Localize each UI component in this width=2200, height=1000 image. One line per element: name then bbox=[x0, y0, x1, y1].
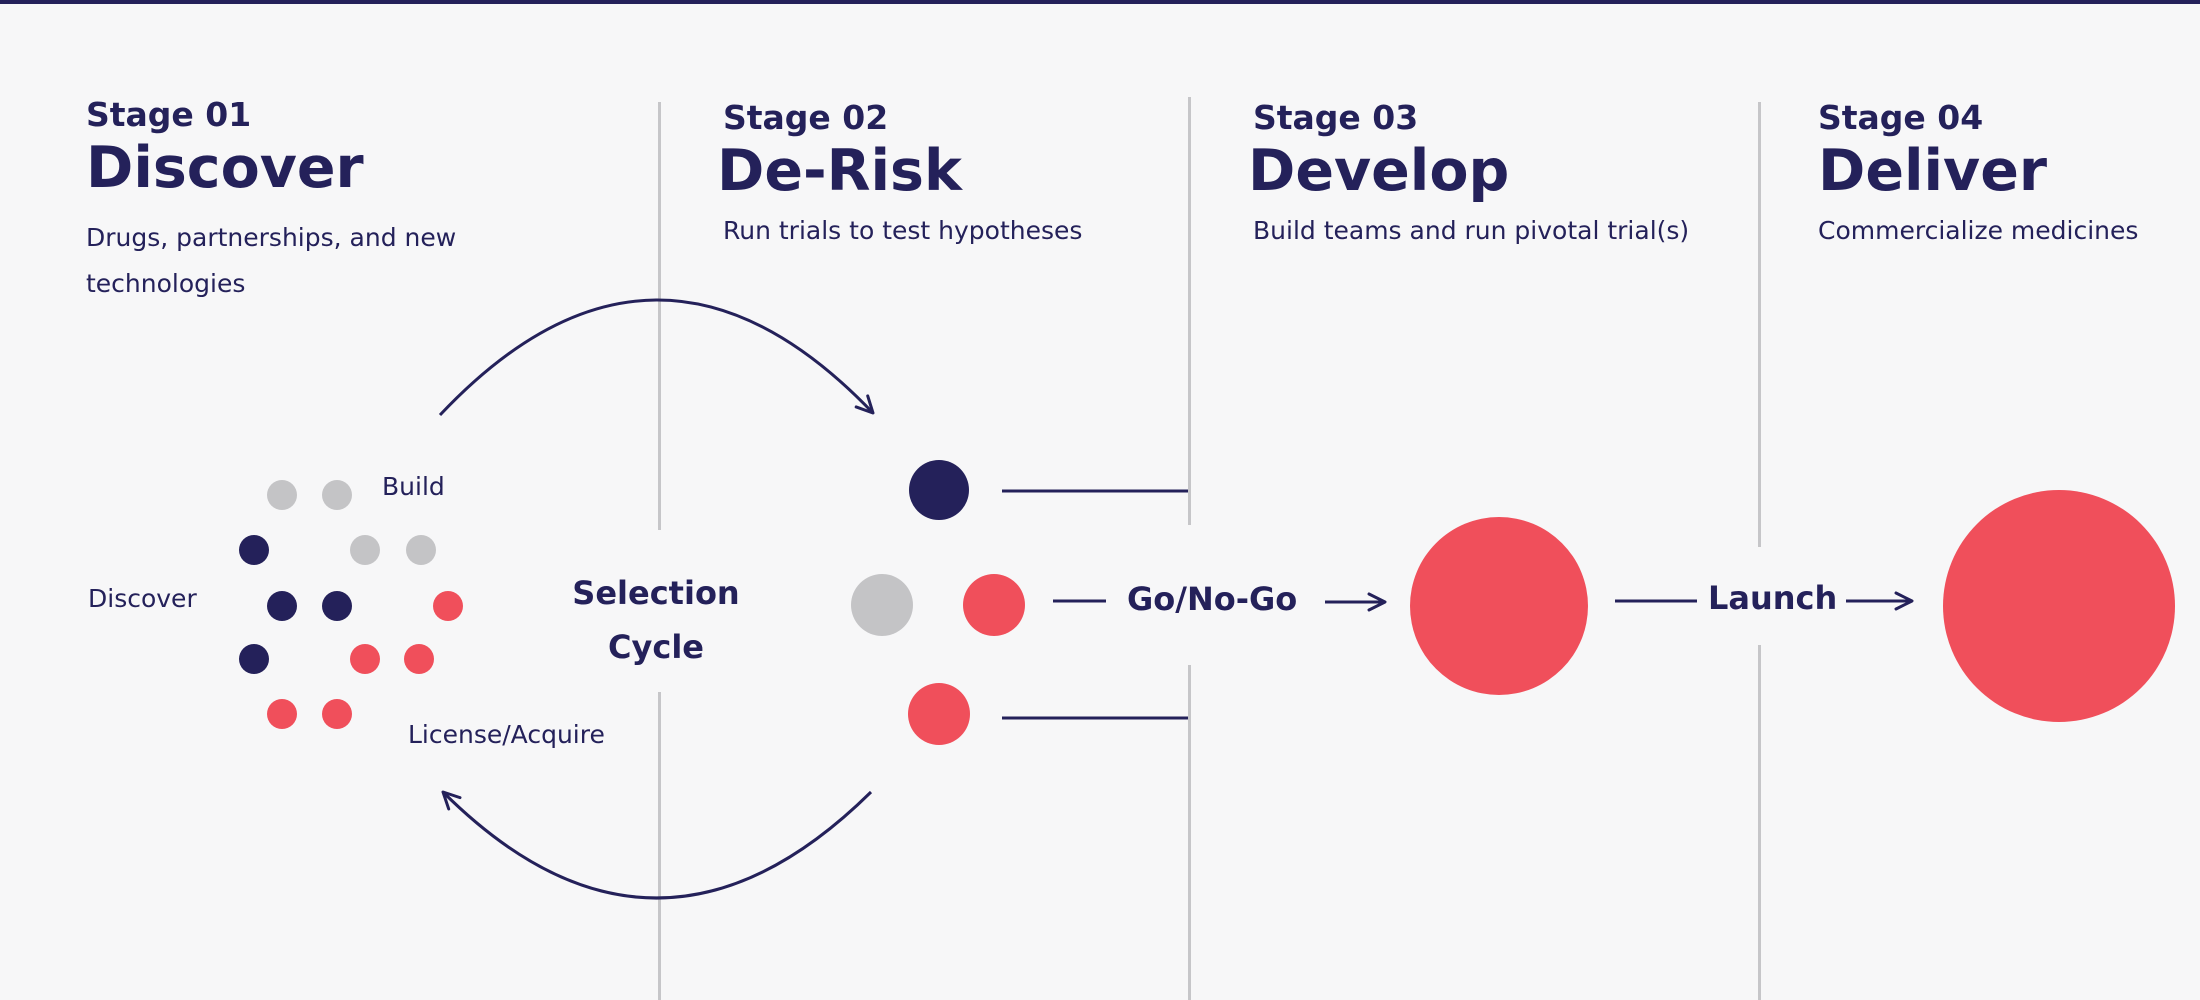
pool-dot bbox=[350, 535, 380, 565]
pool-dot bbox=[406, 535, 436, 565]
deliver-dot bbox=[1943, 490, 2175, 722]
pool-dot bbox=[267, 591, 297, 621]
selection-cycle-line: Selection bbox=[572, 574, 740, 612]
stage-description: Run trials to test hypotheses bbox=[723, 208, 1082, 254]
pool-dot bbox=[350, 644, 380, 674]
stage-number: Stage 02 bbox=[723, 98, 889, 137]
stage-description-line: Run trials to test hypotheses bbox=[723, 216, 1083, 245]
stage-description-line: Commercialize medicines bbox=[1818, 216, 2139, 245]
pool-dot bbox=[404, 644, 434, 674]
go-no-go-label: Go/No-Go bbox=[1127, 580, 1298, 618]
pool-dot bbox=[322, 699, 352, 729]
stage-description: Commercialize medicines bbox=[1818, 208, 2138, 254]
stage-number: Stage 01 bbox=[86, 95, 252, 134]
stage-description: Build teams and run pivotal trial(s) bbox=[1253, 208, 1689, 254]
pool-dot bbox=[239, 535, 269, 565]
stage-04-header: Stage 04 Deliver Commercialize medicines bbox=[1818, 98, 2138, 254]
launch-label: Launch bbox=[1708, 579, 1838, 617]
stage-description-line: technologies bbox=[86, 269, 246, 298]
stage-title: Discover bbox=[86, 135, 364, 201]
pool-dot bbox=[322, 480, 352, 510]
stage-title: Develop bbox=[1248, 138, 1510, 204]
divider-1-upper bbox=[658, 102, 661, 530]
pool-dot bbox=[322, 591, 352, 621]
derisk-dot-coral-bottom bbox=[908, 683, 970, 745]
stage-number: Stage 04 bbox=[1818, 98, 1984, 137]
pool-dot bbox=[267, 480, 297, 510]
pool-dot bbox=[239, 644, 269, 674]
selection-cycle-line: Cycle bbox=[608, 628, 704, 666]
cycle-arc-bottom bbox=[441, 790, 873, 900]
develop-dot bbox=[1410, 517, 1588, 695]
stage-description: Drugs, partnerships, and new technologie… bbox=[86, 215, 456, 307]
stage-number: Stage 03 bbox=[1253, 98, 1419, 137]
stage-description-line: Drugs, partnerships, and new bbox=[86, 223, 457, 252]
divider-2-upper bbox=[1188, 97, 1191, 525]
divider-3-upper bbox=[1758, 102, 1761, 547]
pool-dot bbox=[433, 591, 463, 621]
stage-description-line: Build teams and run pivotal trial(s) bbox=[1253, 216, 1690, 245]
divider-1-lower bbox=[658, 692, 661, 1000]
stage-title: De-Risk bbox=[717, 138, 962, 204]
divider-2-lower bbox=[1188, 665, 1191, 1000]
pool-dot bbox=[267, 699, 297, 729]
divider-3-lower bbox=[1758, 645, 1761, 1000]
top-accent-bar bbox=[0, 0, 2200, 4]
cycle-arc-top bbox=[438, 298, 875, 417]
stage-01-header: Stage 01 Discover Drugs, partnerships, a… bbox=[86, 95, 456, 307]
selection-cycle-label: Selection Cycle bbox=[560, 566, 752, 674]
build-label: Build bbox=[382, 472, 445, 501]
candidate-pool bbox=[239, 480, 463, 729]
stage-03-header: Stage 03 Develop Build teams and run piv… bbox=[1248, 98, 1689, 254]
discover-label: Discover bbox=[88, 584, 197, 613]
stage-02-header: Stage 02 De-Risk Run trials to test hypo… bbox=[717, 98, 1082, 254]
derisk-dot-coral-center bbox=[963, 574, 1025, 636]
stage-title: Deliver bbox=[1818, 138, 2047, 204]
derisk-dot-gray bbox=[851, 574, 913, 636]
derisk-dot-navy bbox=[909, 460, 969, 520]
license-acquire-label: License/Acquire bbox=[408, 720, 605, 749]
